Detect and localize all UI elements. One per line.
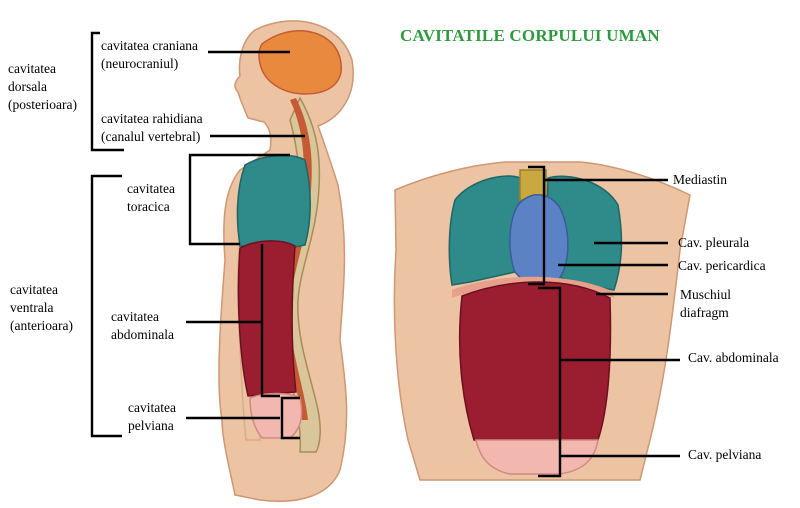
diagram-title: CAVITATILE CORPULUI UMAN [400, 26, 660, 45]
label-pelvic-cavity: cavitatea pelviana [128, 399, 176, 435]
thoracic-bracket [188, 153, 290, 246]
label-pelvic-front: Cav. pelviana [688, 447, 762, 462]
label-line: dorsala [8, 79, 47, 94]
label-line: (posterioara) [8, 97, 77, 112]
label-line: cavitatea [127, 181, 175, 196]
label-spinal-cavity: cavitatea rahidiana (canalul vertebral) [101, 110, 203, 146]
label-pericardial-cavity: Cav. pericardica [678, 258, 766, 273]
left-lung-shape [448, 175, 525, 286]
thoracic-cavity-shape [236, 154, 311, 251]
ventral-bracket [90, 174, 122, 438]
diaphragm-shape [452, 276, 614, 298]
label-thoracic-cavity: cavitatea toracica [127, 180, 175, 216]
cranial-cavity-shape [258, 30, 342, 95]
side-view-body [218, 20, 354, 502]
label-line: toracica [127, 199, 170, 214]
label-line: (canalul vertebral) [101, 129, 201, 144]
label-pleural-cavity: Cav. pleurala [678, 235, 750, 250]
label-line: (anterioara) [10, 318, 73, 333]
label-line: cavitatea [8, 61, 56, 76]
pericardial-cavity-shape [509, 194, 569, 286]
pelvic-cavity-shape [249, 392, 303, 439]
abdominal-bracket [260, 244, 280, 398]
label-cranial-cavity: cavitatea craniana (neurocraniul) [101, 37, 198, 73]
front-abdominal-shape [458, 281, 612, 441]
front-view-torso [393, 161, 691, 481]
label-line: (neurocraniul) [101, 56, 179, 71]
label-abdominal-front: Cav. abdominala [688, 350, 779, 365]
label-line: cavitatea [128, 400, 176, 415]
label-line: cavitatea craniana [101, 38, 199, 53]
label-dorsal-cavity: cavitatea dorsala (posterioara) [8, 60, 77, 114]
label-abdominal-cavity: cavitatea abdominala [111, 308, 174, 344]
pelvic-bracket [280, 396, 300, 440]
label-line: pelviana [128, 418, 174, 433]
label-line: cavitatea [111, 309, 159, 324]
label-ventral-cavity: cavitatea ventrala (anterioara) [10, 281, 73, 335]
abdominal-cavity-shape [237, 240, 297, 397]
abdominal-front-bracket [538, 286, 562, 478]
leader-lines [90, 31, 680, 478]
label-line: abdominala [111, 327, 174, 342]
label-diaphragm: Muschiul diafragm [680, 286, 731, 322]
mediastin-bracket [528, 165, 546, 286]
label-mediastin: Mediastin [673, 172, 727, 187]
label-line: cavitatea [10, 282, 58, 297]
label-line: ventrala [10, 300, 54, 315]
dorsal-bracket [90, 31, 124, 152]
label-line: cavitatea rahidiana [101, 111, 203, 126]
label-line: diafragm [680, 305, 729, 320]
label-line: Muschiul [680, 287, 732, 302]
